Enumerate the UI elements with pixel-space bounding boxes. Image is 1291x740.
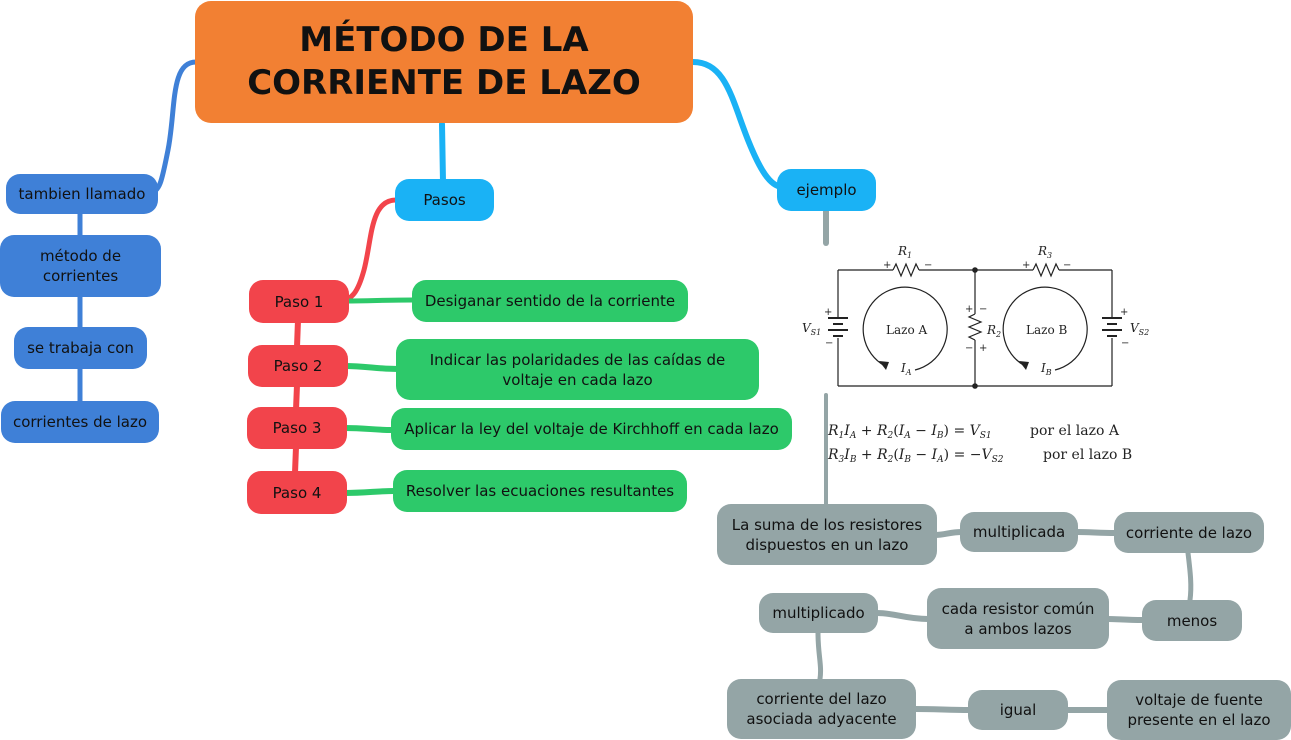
node-multiplicado[interactable]: multiplicado (759, 593, 878, 633)
node-resistor-comun[interactable]: cada resistor común a ambos lazos (927, 588, 1109, 649)
svg-text:−: − (979, 304, 987, 315)
link-paso-chain (292, 317, 301, 476)
link-comun-multiplicado (874, 610, 931, 622)
label-r3: R3 (1037, 244, 1052, 260)
equation-loop-b-label: por el lazo B (1043, 447, 1132, 463)
link-paso3-desc (342, 425, 395, 433)
svg-text:+: + (824, 307, 832, 318)
svg-text:+: + (965, 304, 973, 315)
link-suma-multiplicada (932, 529, 965, 538)
label-ia: IA (900, 361, 912, 377)
node-paso-2[interactable]: Paso 2 (248, 345, 348, 387)
node-paso-1[interactable]: Paso 1 (249, 280, 349, 323)
svg-text:−: − (1063, 260, 1071, 271)
node-voltaje-fuente[interactable]: voltaje de fuente presente en el lazo (1107, 680, 1291, 740)
node-se-trabaja-con[interactable]: se trabaja con (14, 327, 147, 369)
svg-text:+: + (1022, 260, 1030, 271)
node-ejemplo[interactable]: ejemplo (777, 169, 876, 211)
circuit-diagram: R1 R3 R2 VS1 VS2 Lazo A Lazo B IA IB +− … (802, 244, 1149, 465)
link-paso2-desc (342, 363, 401, 372)
node-paso-4[interactable]: Paso 4 (247, 471, 347, 514)
svg-text:−: − (1121, 338, 1129, 349)
node-suma-resistores[interactable]: La suma de los resistores dispuestos en … (717, 504, 937, 565)
svg-text:+: + (979, 343, 987, 354)
link-corriente-menos (1185, 550, 1194, 603)
label-r2: R2 (986, 323, 1001, 339)
equation-loop-a-label: por el lazo A (1030, 423, 1120, 439)
equation-loop-b: R3IB + R2(IB − IA) = −VS2 (827, 447, 1004, 465)
link-title-tambien (147, 59, 199, 196)
node-multiplicada[interactable]: multiplicada (960, 512, 1078, 552)
label-ib: IB (1040, 361, 1052, 377)
svg-text:+: + (1120, 307, 1128, 318)
link-multiplicado-corriente (815, 630, 824, 682)
link-title-pasos (439, 121, 446, 185)
label-vs1: VS1 (802, 321, 821, 337)
link-pasos-paso1 (337, 197, 399, 304)
link-menos-comun (1105, 616, 1146, 623)
link-title-ejemplo (690, 59, 785, 190)
node-paso-3[interactable]: Paso 3 (247, 407, 347, 449)
node-corriente-adyacente[interactable]: corriente del lazo asociada adyacente (727, 679, 916, 739)
svg-text:−: − (825, 338, 833, 349)
label-vs2: VS2 (1130, 321, 1149, 337)
node-igual[interactable]: igual (968, 690, 1068, 730)
svg-text:−: − (924, 260, 932, 271)
link-paso4-desc (342, 488, 397, 496)
main-title[interactable]: MÉTODO DE LA CORRIENTE DE LAZO (195, 1, 693, 123)
node-metodo-corrientes[interactable]: método de corrientes (0, 235, 161, 297)
node-corriente-de-lazo[interactable]: corriente de lazo (1114, 512, 1264, 553)
node-paso-3-text[interactable]: Aplicar la ley del voltaje de Kirchhoff … (391, 408, 792, 450)
label-r1: R1 (897, 244, 912, 260)
link-corriente-igual (912, 706, 972, 713)
link-paso1-desc (342, 297, 416, 304)
equation-loop-a: R1IA + R2(IA − IB) = VS1 (827, 423, 992, 441)
svg-text:+: + (883, 260, 891, 271)
node-pasos[interactable]: Pasos (395, 179, 494, 221)
node-tambien-llamado[interactable]: tambien llamado (6, 174, 158, 214)
svg-text:−: − (965, 343, 973, 354)
node-menos[interactable]: menos (1142, 600, 1242, 641)
node-paso-1-text[interactable]: Desiganar sentido de la corriente (412, 280, 688, 322)
node-corrientes-de-lazo[interactable]: corrientes de lazo (1, 401, 159, 443)
node-paso-2-text[interactable]: Indicar las polaridades de las caídas de… (396, 339, 759, 400)
link-multiplicada-corriente (1074, 529, 1118, 536)
label-lazo-a: Lazo A (886, 323, 927, 337)
node-paso-4-text[interactable]: Resolver las ecuaciones resultantes (393, 470, 687, 512)
label-lazo-b: Lazo B (1026, 323, 1067, 337)
